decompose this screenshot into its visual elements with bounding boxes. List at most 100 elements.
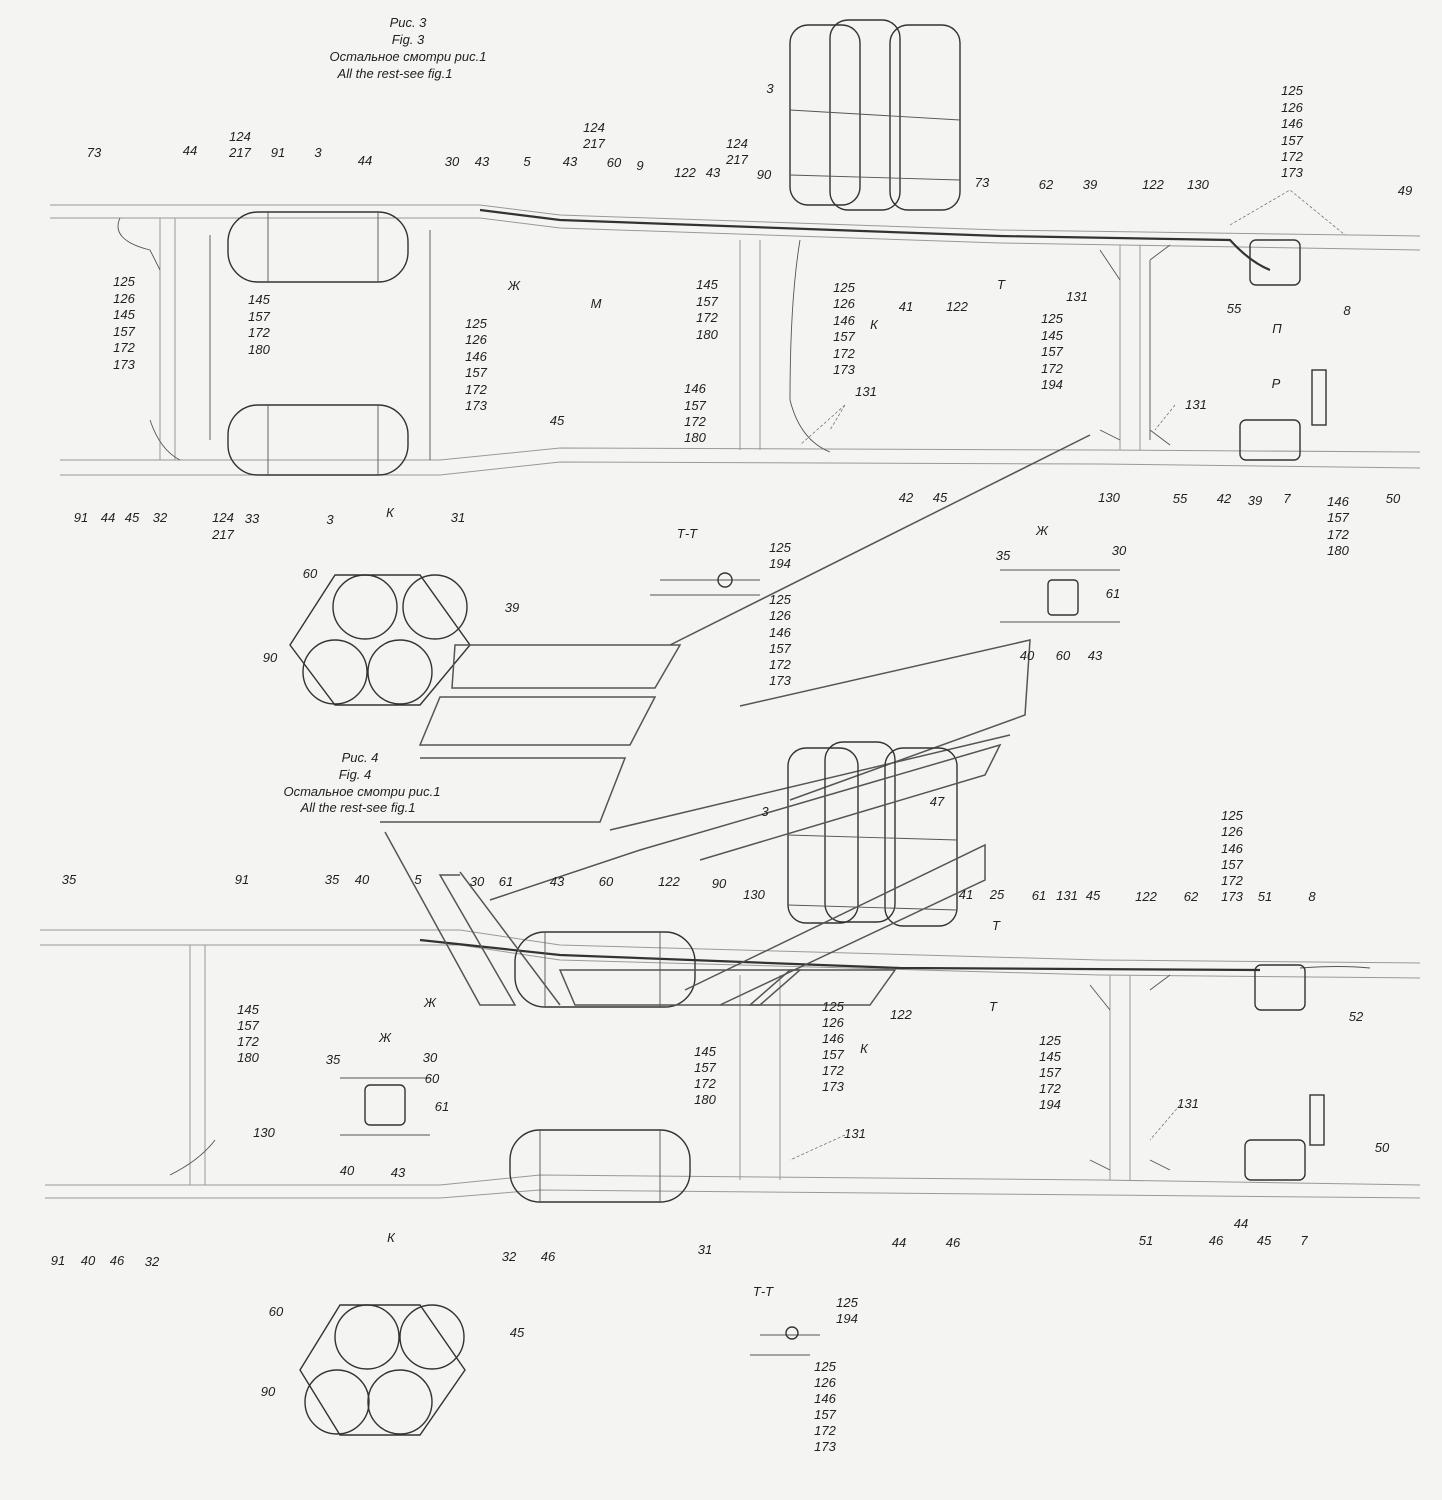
part-callout-157: 157 — [833, 329, 855, 344]
part-callout-60: 60 — [303, 566, 318, 581]
part-callout-30: 30 — [470, 874, 485, 889]
part-callout-131: 131 — [855, 384, 877, 399]
part-callout-41: 41 — [959, 887, 973, 902]
part-callout-125: 125 — [814, 1359, 836, 1374]
part-callout-Т-Т: Т-Т — [677, 526, 698, 541]
part-callout-125: 125 — [465, 316, 487, 331]
part-callout-П: П — [1272, 321, 1282, 336]
part-callout-180: 180 — [694, 1092, 716, 1107]
part-callout-145: 145 — [694, 1044, 716, 1059]
part-callout-126: 126 — [1221, 824, 1243, 839]
part-callout-40: 40 — [81, 1253, 96, 1268]
part-callout-90: 90 — [263, 650, 278, 665]
part-callout-146: 146 — [1221, 841, 1243, 856]
part-callout-173: 173 — [113, 357, 135, 372]
part-callout-73: 73 — [975, 175, 990, 190]
part-callout-35: 35 — [996, 548, 1011, 563]
part-callout-35: 35 — [62, 872, 77, 887]
part-callout-33: 33 — [245, 511, 260, 526]
part-callout-172: 172 — [822, 1063, 844, 1078]
part-callout-8: 8 — [1343, 303, 1351, 318]
part-callout-42: 42 — [899, 490, 914, 505]
part-callout-32: 32 — [153, 510, 168, 525]
part-callout-194: 194 — [836, 1311, 858, 1326]
part-callout-217: 217 — [228, 145, 251, 160]
part-callout-146: 146 — [1281, 116, 1303, 131]
part-callout-131: 131 — [1066, 289, 1088, 304]
part-callout-46: 46 — [1209, 1233, 1224, 1248]
part-callout-30: 30 — [445, 154, 460, 169]
part-callout-217: 217 — [725, 152, 748, 167]
part-callout-217: 217 — [582, 136, 605, 151]
part-callout-90: 90 — [712, 876, 727, 891]
triple-air-tank-pack-fig4 — [787, 741, 958, 927]
part-callout-130: 130 — [1098, 490, 1120, 505]
part-callout-40: 40 — [340, 1163, 355, 1178]
part-callout-172: 172 — [1281, 149, 1303, 164]
part-callout-9: 9 — [636, 158, 643, 173]
part-callout-217: 217 — [211, 527, 234, 542]
part-callout-3: 3 — [314, 145, 322, 160]
part-callout-146: 146 — [1327, 494, 1349, 509]
valve-7-fig4 — [1244, 1139, 1306, 1181]
part-callout-172: 172 — [113, 340, 135, 355]
air-tank-fig4-lower — [509, 1129, 691, 1203]
part-callout-25: 25 — [989, 887, 1005, 902]
valve-8 — [1249, 239, 1301, 286]
air-tank-upper — [227, 211, 409, 283]
part-callout-К: К — [387, 1230, 396, 1245]
part-callout-91: 91 — [271, 145, 285, 160]
part-callout-5: 5 — [523, 154, 531, 169]
part-callout-125: 125 — [822, 999, 844, 1014]
part-callout-125: 125 — [1281, 83, 1303, 98]
part-callout-30: 30 — [423, 1050, 438, 1065]
part-callout-50: 50 — [1375, 1140, 1390, 1155]
part-callout-61: 61 — [499, 874, 513, 889]
part-callout-55: 55 — [1227, 301, 1242, 316]
part-callout-130: 130 — [1187, 177, 1209, 192]
part-callout-126: 126 — [833, 296, 855, 311]
part-callout-8: 8 — [1308, 889, 1316, 904]
part-callout-131: 131 — [1056, 888, 1078, 903]
part-callout-172: 172 — [465, 382, 487, 397]
part-callout-157: 157 — [237, 1018, 259, 1033]
part-callout-Т: Т — [997, 277, 1006, 292]
part-callout-173: 173 — [1281, 165, 1303, 180]
part-callout-131: 131 — [1177, 1096, 1199, 1111]
part-callout-194: 194 — [1039, 1097, 1061, 1112]
part-callout-125: 125 — [769, 592, 791, 607]
part-callout-43: 43 — [391, 1165, 406, 1180]
part-callout-173: 173 — [833, 362, 855, 377]
part-callout-157: 157 — [684, 398, 706, 413]
part-callout-39: 39 — [1083, 177, 1097, 192]
part-callout-44: 44 — [358, 153, 372, 168]
part-callout-173: 173 — [1221, 889, 1243, 904]
part-callout-40: 40 — [1020, 648, 1035, 663]
part-callout-43: 43 — [706, 165, 721, 180]
part-callout-45: 45 — [933, 490, 948, 505]
part-callout-32: 32 — [502, 1249, 517, 1264]
part-callout-35: 35 — [325, 872, 340, 887]
part-callout-46: 46 — [541, 1249, 556, 1264]
part-callout-91: 91 — [235, 872, 249, 887]
part-callout-43: 43 — [475, 154, 490, 169]
part-callout-172: 172 — [1039, 1081, 1061, 1096]
part-callout-44: 44 — [892, 1235, 906, 1250]
part-callout-173: 173 — [769, 673, 791, 688]
part-callout-7: 7 — [1283, 491, 1291, 506]
part-callout-146: 146 — [684, 381, 706, 396]
fig3-caption-en: Fig. 3 — [392, 32, 425, 47]
part-callout-Т: Т — [989, 999, 998, 1014]
part-callout-К: К — [386, 505, 395, 520]
fig4-note-ru: Остальное смотри рис.1 — [284, 784, 441, 799]
part-callout-157: 157 — [1221, 857, 1243, 872]
part-callout-122: 122 — [674, 165, 696, 180]
part-callout-173: 173 — [822, 1079, 844, 1094]
part-callout-172: 172 — [684, 414, 706, 429]
part-callout-Р: Р — [1272, 376, 1281, 391]
valve-8-fig4 — [1254, 964, 1306, 1011]
part-callout-145: 145 — [113, 307, 135, 322]
part-callout-50: 50 — [1386, 491, 1401, 506]
